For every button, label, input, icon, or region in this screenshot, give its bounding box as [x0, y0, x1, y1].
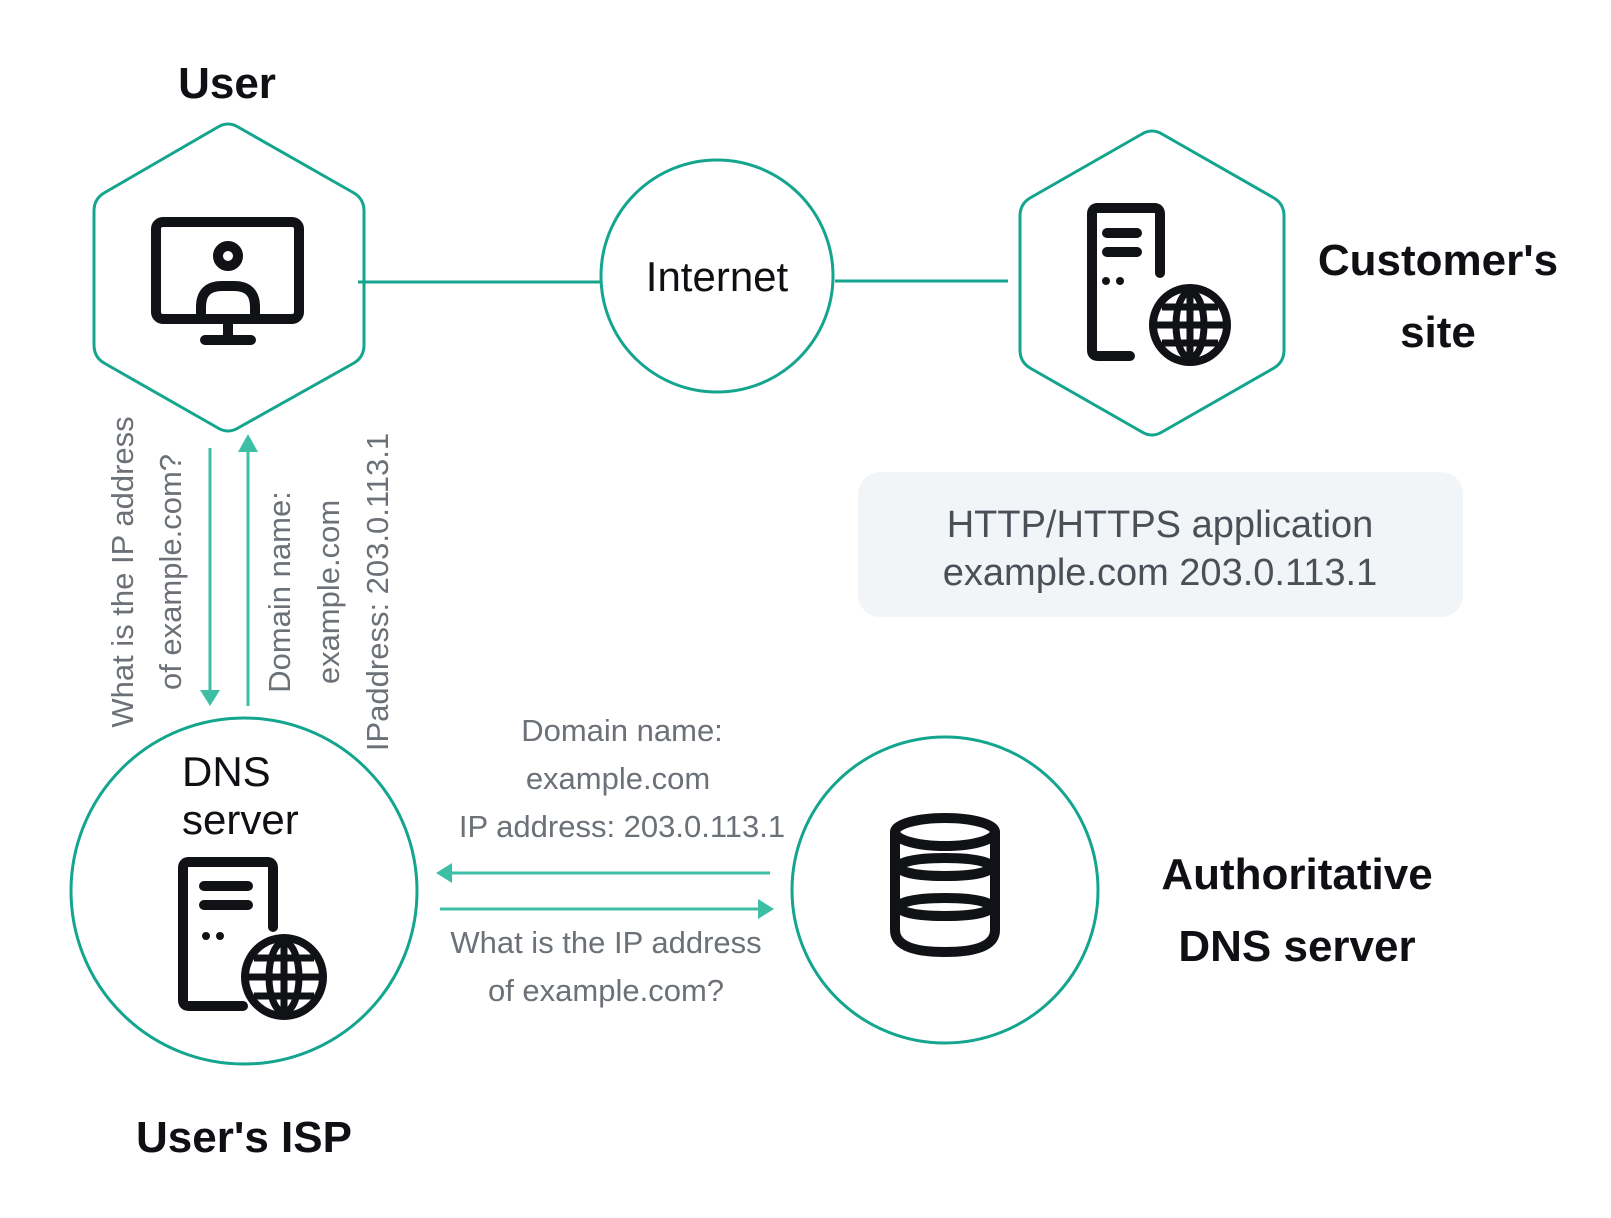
customer-site-hexagon [1018, 129, 1286, 437]
authoritative-dns-title-line1: Authoritative [1161, 850, 1432, 899]
horizontal-response-line2: example.com [526, 761, 710, 796]
authoritative-dns-node[interactable] [790, 735, 1100, 1045]
horizontal-query-line2: of example.com? [488, 973, 724, 1008]
internet-label: Internet [646, 253, 789, 300]
server-globe-icon [1087, 203, 1231, 366]
isp-group-title: User's ISP [136, 1113, 352, 1162]
vertical-query-line2: of example.com? [153, 454, 188, 690]
authoritative-dns-title-line2: DNS server [1178, 922, 1415, 971]
horizontal-response-line1: Domain name: [521, 713, 723, 748]
vertical-response-line1: Domain name: [262, 491, 297, 693]
customer-site-title-line2: site [1400, 308, 1476, 357]
info-box-line2: example.com 203.0.113.1 [943, 552, 1377, 594]
server-globe-icon [178, 857, 327, 1020]
monitor-user-icon [151, 217, 304, 345]
vertical-response-arrow [238, 434, 258, 706]
horizontal-query-arrow [440, 899, 774, 919]
customer-site-node[interactable] [1018, 129, 1286, 437]
info-box: HTTP/HTTPS application example.com 203.0… [858, 472, 1463, 617]
horizontal-response-arrow [436, 863, 770, 883]
vertical-query-arrow [200, 448, 220, 706]
vertical-response-line3: IPaddress: 203.0.113.1 [360, 433, 395, 751]
isp-dns-label-line2: server [182, 796, 299, 843]
user-hexagon [92, 122, 366, 433]
horizontal-query-line1: What is the IP address [450, 925, 761, 960]
internet-node[interactable]: Internet [599, 158, 835, 394]
info-box-line1: HTTP/HTTPS application [947, 504, 1374, 546]
isp-dns-label-line1: DNS [182, 748, 271, 795]
database-icon [890, 813, 1000, 957]
customer-site-title-line1: Customer's [1318, 236, 1558, 285]
vertical-response-line2: example.com [311, 500, 346, 684]
user-title: User [178, 59, 276, 108]
horizontal-response-line3: IP address: 203.0.113.1 [459, 809, 785, 844]
vertical-query-line1: What is the IP address [105, 416, 140, 727]
user-node[interactable] [92, 122, 366, 433]
info-box-background [858, 472, 1463, 617]
isp-dns-circle [69, 716, 419, 1066]
internet-circle [599, 158, 835, 394]
isp-dns-server-node[interactable]: DNS server [69, 716, 419, 1066]
authoritative-dns-circle [790, 735, 1100, 1045]
